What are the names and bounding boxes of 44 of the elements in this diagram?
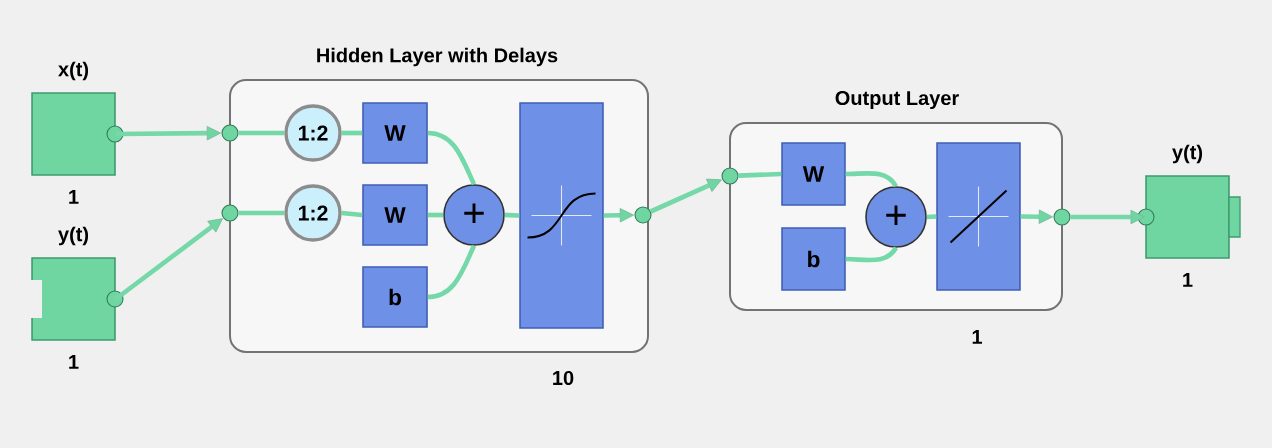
connection-dot (721, 167, 739, 185)
size-label: 1 (972, 330, 982, 344)
connector-arrow (603, 208, 634, 223)
connector-line (341, 210, 363, 218)
connection-dot (221, 124, 239, 142)
layer-title: Hidden Layer with Delays (317, 47, 558, 67)
connector-line (238, 130, 285, 136)
connector-line (845, 170, 898, 188)
connector-arrow (114, 218, 223, 301)
connector-line (341, 130, 363, 136)
connector-line (845, 246, 898, 263)
size-label: 1 (69, 190, 79, 204)
size-label: 10 (553, 370, 574, 386)
connection-dot (634, 206, 652, 224)
weight-box: b (362, 266, 428, 328)
weight-box: W (362, 102, 428, 164)
layer-title: Output Layer (835, 90, 959, 110)
delay-dial: 1:2 (284, 104, 342, 162)
signal-name: y(t) (58, 226, 89, 246)
connector-arrow (115, 126, 221, 141)
connector-line (504, 212, 520, 218)
signal-name: y(t) (1172, 144, 1203, 164)
weight-box: b (781, 227, 846, 291)
weight-box: W (781, 142, 846, 206)
connector-arrow (649, 178, 722, 214)
connector-line (427, 244, 477, 300)
connector-line (238, 210, 285, 216)
weight-box: W (362, 184, 428, 246)
signal-name: x(t) (58, 61, 89, 81)
connector-line (427, 130, 477, 186)
connector-line (427, 212, 444, 218)
delay-dial: 1:2 (284, 184, 342, 242)
transfer-function-box (519, 102, 604, 329)
size-label: 1 (69, 355, 79, 369)
summing-junction: + (443, 184, 505, 246)
connection-dot (1053, 208, 1071, 226)
connector-arrow (1070, 209, 1145, 225)
connector-line (926, 214, 937, 220)
connection-dot (221, 204, 239, 222)
summing-junction: + (865, 186, 927, 248)
connector-arrow (1020, 209, 1053, 224)
size-label: 1 (1183, 273, 1193, 287)
transfer-function-box (936, 142, 1021, 291)
connector-line (738, 171, 782, 178)
